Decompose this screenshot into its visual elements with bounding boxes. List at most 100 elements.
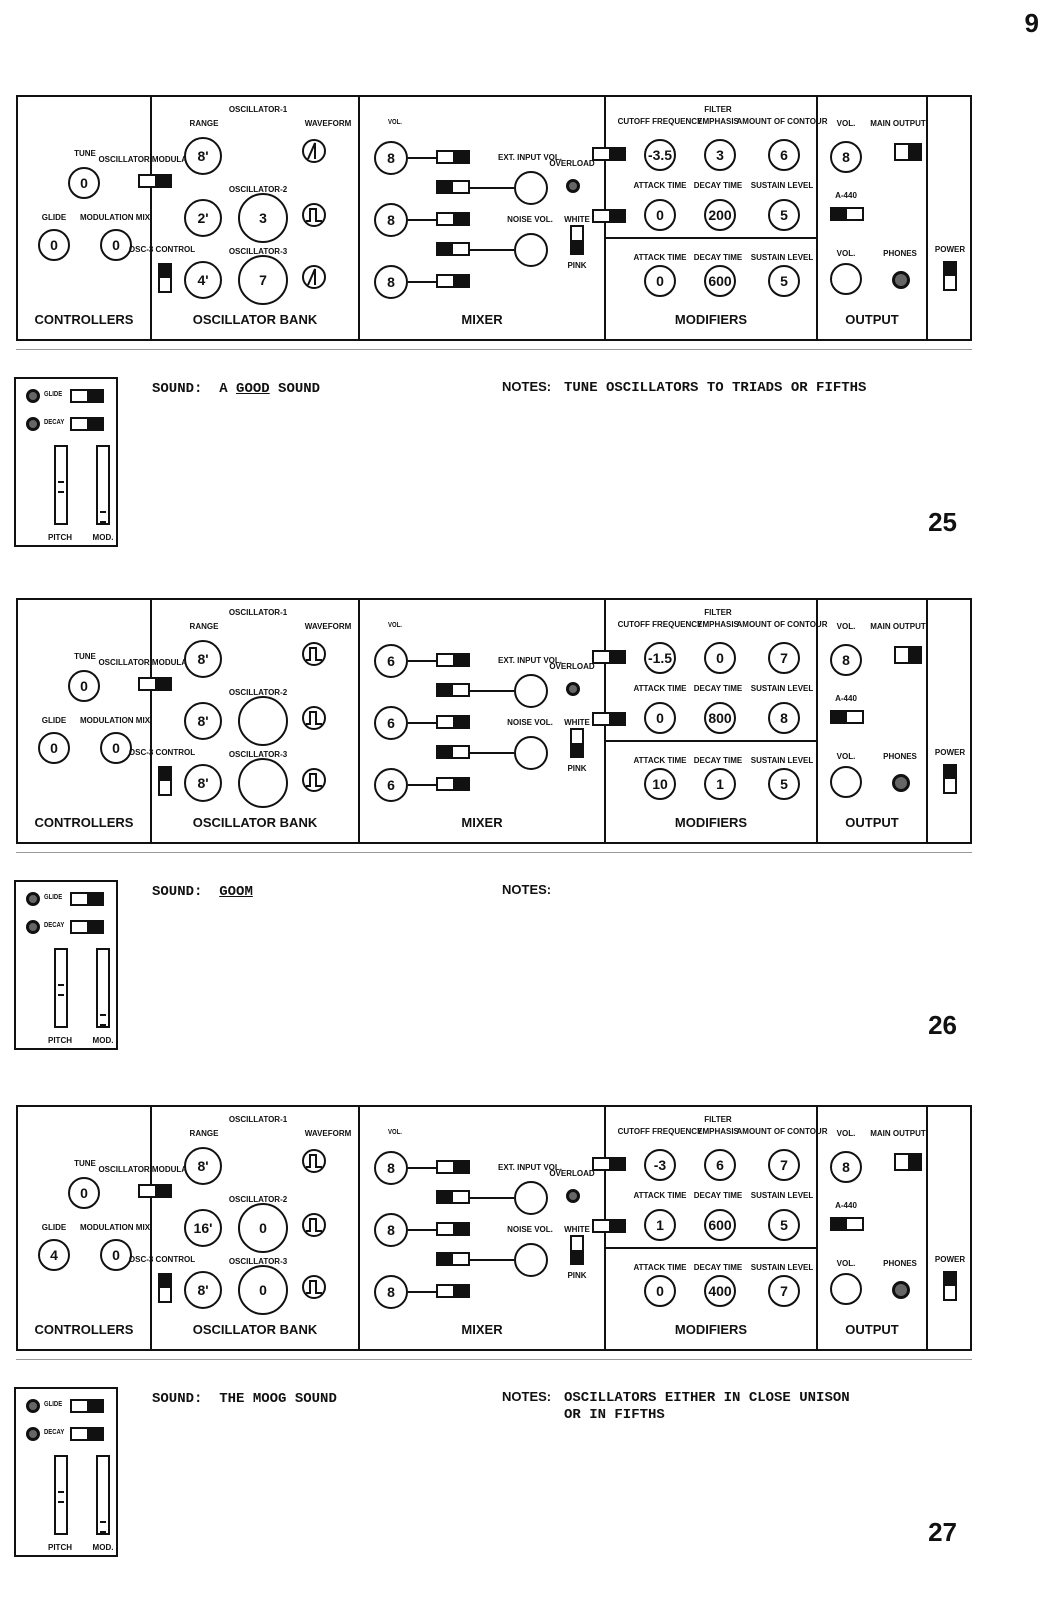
keyboard-control-switch[interactable] (592, 209, 626, 223)
emphasis-knob[interactable]: 3 (704, 139, 736, 171)
osc2-range-knob[interactable]: 8' (184, 702, 222, 740)
filter-sustain-knob[interactable]: 5 (768, 199, 800, 231)
mod-mix-knob[interactable]: 0 (100, 732, 132, 764)
osc3-range-knob[interactable]: 8' (184, 1271, 222, 1309)
mixer-osc1-switch[interactable] (436, 653, 470, 667)
power-switch[interactable] (943, 1271, 957, 1301)
phones-vol-knob[interactable] (830, 766, 862, 798)
osc2-waveform-icon[interactable] (302, 706, 326, 730)
mixer-osc2-switch[interactable] (436, 1222, 470, 1236)
main-output-switch[interactable] (894, 646, 922, 664)
mixer-osc3-switch[interactable] (436, 274, 470, 288)
filter-mod-switch[interactable] (592, 1157, 626, 1171)
contour-knob[interactable]: 7 (768, 1149, 800, 1181)
noise-vol-knob[interactable] (514, 736, 548, 770)
mod-wheel[interactable] (96, 445, 110, 525)
mod-mix-knob[interactable]: 0 (100, 1239, 132, 1271)
mixer-osc2-switch[interactable] (436, 212, 470, 226)
osc1-range-knob[interactable]: 8' (184, 640, 222, 678)
ext-input-vol-knob[interactable] (514, 674, 548, 708)
noise-vol-knob[interactable] (514, 1243, 548, 1277)
phones-vol-knob[interactable] (830, 1273, 862, 1305)
mixer-osc3-vol-knob[interactable]: 6 (374, 768, 408, 802)
mod-wheel[interactable] (96, 948, 110, 1028)
osc3-range-knob[interactable]: 8' (184, 764, 222, 802)
phones-jack[interactable] (892, 271, 910, 289)
noise-vol-knob[interactable] (514, 233, 548, 267)
phones-jack[interactable] (892, 1281, 910, 1299)
osc2-waveform-icon[interactable] (302, 203, 326, 227)
tune-knob[interactable]: 0 (68, 167, 100, 199)
mixer-noise-switch[interactable] (436, 1252, 470, 1266)
osc1-waveform-icon[interactable] (302, 642, 326, 666)
mixer-osc2-switch[interactable] (436, 715, 470, 729)
loudness-decay-knob[interactable]: 1 (704, 768, 736, 800)
contour-knob[interactable]: 7 (768, 642, 800, 674)
mod-mix-knob[interactable]: 0 (100, 229, 132, 261)
mixer-osc1-vol-knob[interactable]: 6 (374, 644, 408, 678)
osc-mod-switch[interactable] (138, 677, 172, 691)
noise-color-switch[interactable] (570, 1235, 584, 1265)
osc1-waveform-icon[interactable] (302, 1149, 326, 1173)
loudness-attack-knob[interactable]: 0 (644, 265, 676, 297)
emphasis-knob[interactable]: 6 (704, 1149, 736, 1181)
main-output-switch[interactable] (894, 1153, 922, 1171)
osc3-frequency-knob[interactable] (238, 758, 288, 808)
cutoff-knob[interactable]: -3.5 (644, 139, 676, 171)
filter-decay-knob[interactable]: 800 (704, 702, 736, 734)
glide-switch[interactable] (70, 892, 104, 906)
osc3-frequency-knob[interactable]: 0 (238, 1265, 288, 1315)
filter-attack-knob[interactable]: 0 (644, 199, 676, 231)
osc2-waveform-icon[interactable] (302, 1213, 326, 1237)
glide-knob[interactable]: 0 (38, 229, 70, 261)
mixer-osc1-vol-knob[interactable]: 8 (374, 1151, 408, 1185)
filter-mod-switch[interactable] (592, 650, 626, 664)
loudness-attack-knob[interactable]: 10 (644, 768, 676, 800)
power-switch[interactable] (943, 261, 957, 291)
osc2-frequency-knob[interactable]: 0 (238, 1203, 288, 1253)
osc2-range-knob[interactable]: 16' (184, 1209, 222, 1247)
mixer-osc3-vol-knob[interactable]: 8 (374, 1275, 408, 1309)
glide-knob[interactable]: 4 (38, 1239, 70, 1271)
mixer-noise-switch[interactable] (436, 242, 470, 256)
osc2-range-knob[interactable]: 2' (184, 199, 222, 237)
decay-switch[interactable] (70, 417, 104, 431)
ext-input-vol-knob[interactable] (514, 1181, 548, 1215)
keyboard-control-switch[interactable] (592, 1219, 626, 1233)
tune-knob[interactable]: 0 (68, 670, 100, 702)
osc-mod-switch[interactable] (138, 1184, 172, 1198)
loudness-decay-knob[interactable]: 600 (704, 265, 736, 297)
power-switch[interactable] (943, 764, 957, 794)
cutoff-knob[interactable]: -3 (644, 1149, 676, 1181)
decay-switch[interactable] (70, 1427, 104, 1441)
pitch-wheel[interactable] (54, 1455, 68, 1535)
loudness-sustain-knob[interactable]: 7 (768, 1275, 800, 1307)
osc1-waveform-icon[interactable] (302, 139, 326, 163)
mixer-osc3-vol-knob[interactable]: 8 (374, 265, 408, 299)
mixer-osc2-vol-knob[interactable]: 8 (374, 203, 408, 237)
glide-knob[interactable]: 0 (38, 732, 70, 764)
output-vol-knob[interactable]: 8 (830, 644, 862, 676)
mixer-osc1-vol-knob[interactable]: 8 (374, 141, 408, 175)
output-vol-knob[interactable]: 8 (830, 1151, 862, 1183)
a440-switch[interactable] (830, 207, 864, 221)
output-vol-knob[interactable]: 8 (830, 141, 862, 173)
tune-knob[interactable]: 0 (68, 1177, 100, 1209)
mixer-ext-switch[interactable] (436, 180, 470, 194)
glide-switch[interactable] (70, 389, 104, 403)
phones-jack[interactable] (892, 774, 910, 792)
filter-sustain-knob[interactable]: 8 (768, 702, 800, 734)
loudness-sustain-knob[interactable]: 5 (768, 768, 800, 800)
filter-mod-switch[interactable] (592, 147, 626, 161)
osc3-waveform-icon[interactable] (302, 768, 326, 792)
noise-color-switch[interactable] (570, 728, 584, 758)
osc2-frequency-knob[interactable] (238, 696, 288, 746)
keyboard-control-switch[interactable] (592, 712, 626, 726)
filter-decay-knob[interactable]: 600 (704, 1209, 736, 1241)
loudness-sustain-knob[interactable]: 5 (768, 265, 800, 297)
mixer-noise-switch[interactable] (436, 745, 470, 759)
filter-decay-knob[interactable]: 200 (704, 199, 736, 231)
osc3-range-knob[interactable]: 4' (184, 261, 222, 299)
osc1-range-knob[interactable]: 8' (184, 137, 222, 175)
noise-color-switch[interactable] (570, 225, 584, 255)
